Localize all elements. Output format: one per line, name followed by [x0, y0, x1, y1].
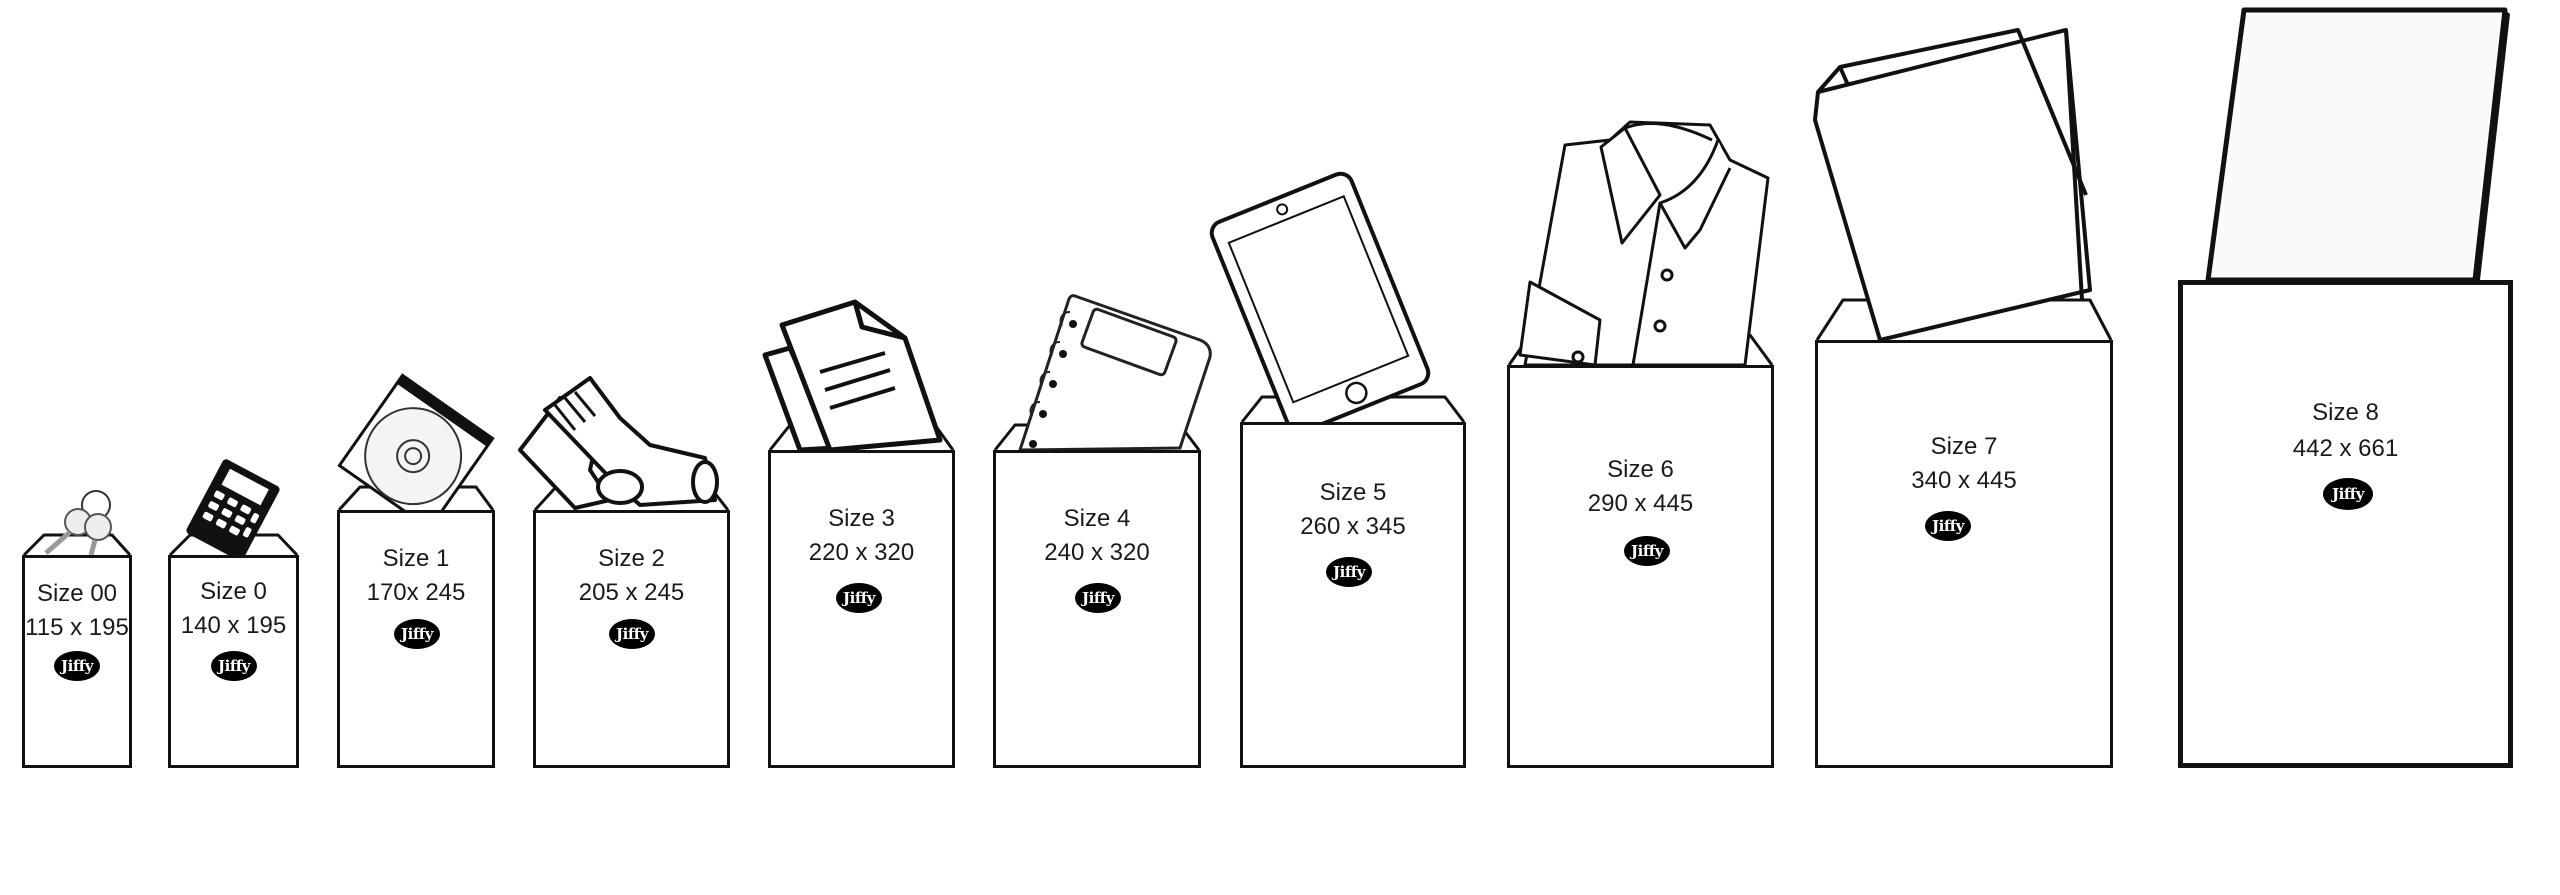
jiffy-logo: Jiffy — [609, 619, 655, 649]
jiffy-logo: Jiffy — [54, 651, 100, 681]
flap-size-00 — [22, 533, 132, 557]
size-label: Size 1 — [382, 545, 450, 572]
size-label: Size 8 — [2312, 399, 2379, 426]
jiffy-logo: Jiffy — [394, 619, 440, 649]
size-label: Size 2 — [598, 545, 665, 572]
envelope-body: Size 6 290 x 445 Jiffy — [1507, 365, 1774, 768]
envelope-body: Size 0 140 x 195 Jiffy — [168, 555, 299, 768]
dimensions-label: 240 x 320 — [1044, 539, 1150, 566]
jiffy-logo: Jiffy — [836, 583, 882, 613]
size-label: Size 7 — [1930, 433, 1998, 460]
envelope-body: Size 1 170x 245 Jiffy — [337, 510, 495, 768]
dimensions-label: 260 x 345 — [1300, 513, 1406, 540]
documents-icon — [762, 299, 943, 453]
jiffy-logo: Jiffy — [1925, 511, 1971, 541]
dimensions-label: 115 x 195 — [25, 614, 129, 641]
binder-icon — [1813, 28, 2092, 342]
dimensions-label: 220 x 320 — [808, 539, 915, 566]
jiffy-logo: Jiffy — [1326, 557, 1372, 587]
size-label: Size 00 — [36, 580, 118, 607]
calculator-icon — [186, 459, 280, 561]
dimensions-label: 340 x 445 — [1911, 467, 2017, 494]
envelope-body: Size 8 442 x 661 Jiffy — [2178, 280, 2513, 768]
dimensions-label: 442 x 661 — [2292, 435, 2399, 462]
notebook-icon — [1017, 294, 1212, 452]
dimensions-label: 205 x 245 — [578, 579, 685, 606]
size-label: Size 3 — [828, 505, 895, 532]
keys-icon — [44, 490, 112, 556]
size-label: Size 0 — [200, 578, 267, 605]
dimensions-label: 170x 245 — [366, 579, 466, 606]
dimensions-label: 290 x 445 — [1587, 490, 1694, 517]
shirt-icon — [1518, 120, 1770, 367]
dimensions-label: 140 x 195 — [180, 612, 287, 639]
envelope-body: Size 4 240 x 320 Jiffy — [993, 450, 1201, 768]
envelope-body: Size 7 340 x 445 Jiffy — [1815, 340, 2113, 768]
jiffy-logo: Jiffy — [211, 651, 257, 681]
cd-case-icon — [337, 373, 495, 531]
size-label: Size 4 — [1063, 505, 1131, 532]
envelope-body: Size 2 205 x 245 Jiffy — [533, 510, 730, 768]
jiffy-logo: Jiffy — [1075, 583, 1121, 613]
jiffy-logo: Jiffy — [1624, 536, 1670, 566]
size-label: Size 6 — [1607, 456, 1674, 483]
envelope-body: Size 00 115 x 195 Jiffy — [22, 555, 132, 768]
size-label: Size 5 — [1319, 479, 1387, 506]
envelope-body: Size 5 260 x 345 Jiffy — [1240, 422, 1466, 768]
tablet-icon — [1209, 171, 1431, 435]
envelope-body: Size 3 220 x 320 Jiffy — [768, 450, 955, 768]
jiffy-logo: Jiffy — [2323, 478, 2373, 510]
board-icon — [2205, 7, 2510, 283]
socks-icon — [518, 376, 719, 510]
